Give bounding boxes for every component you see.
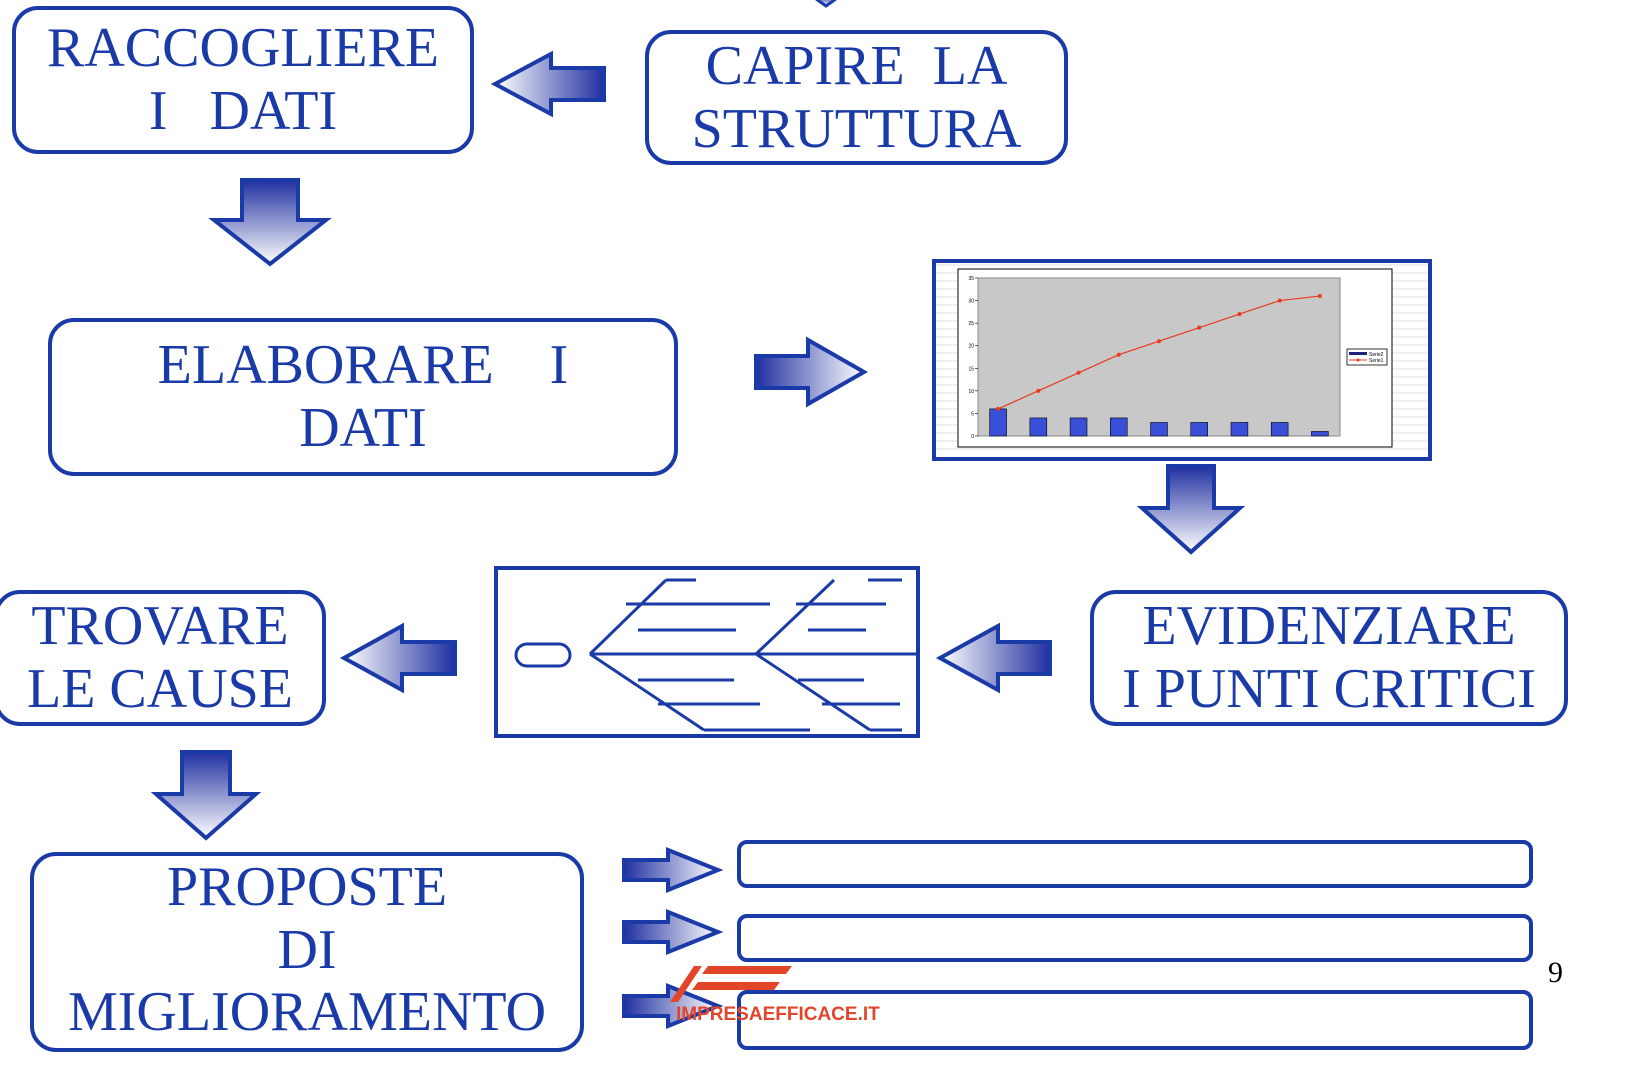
data-point (1036, 388, 1041, 393)
step-line: MIGLIORAMENTO (67, 981, 547, 1044)
pareto-chart-panel: 0 5 10 15 20 25 30 35 Serie2 Serie1 (932, 259, 1432, 461)
y-tick-label: 5 (971, 411, 974, 417)
arrow-right-icon (622, 847, 724, 893)
bar (1230, 422, 1249, 437)
arrow-down-icon (1136, 464, 1246, 555)
proposal-box-2 (737, 914, 1533, 962)
bar (1110, 417, 1128, 437)
arrow-left-icon (339, 622, 457, 694)
bone (754, 578, 836, 656)
cumulative-line (996, 294, 1322, 411)
step-line: RACCOGLIERE (47, 17, 439, 80)
legend-label: Serie2 (1369, 352, 1384, 358)
bar (1029, 417, 1048, 437)
step-capire-struttura: CAPIRE LA STRUTTURA (645, 30, 1068, 165)
data-point (1277, 298, 1282, 303)
fish-head (514, 642, 572, 668)
page-number: 9 (1548, 956, 1563, 989)
y-tick-label: 35 (968, 276, 974, 282)
bar (1270, 422, 1289, 437)
data-point (1116, 352, 1121, 357)
bone (755, 652, 871, 732)
bar (1311, 431, 1329, 437)
step-elaborare-dati: ELABORARE I DATI (48, 318, 678, 476)
step-line: PROPOSTE (166, 856, 448, 918)
logo-text: IMPRESAEFFICACE.IT (676, 1004, 880, 1025)
y-tick-label: 20 (968, 344, 974, 350)
bone (589, 652, 705, 732)
arrow-left-icon (490, 50, 606, 118)
fishbone-diagram-panel (494, 566, 920, 738)
step-line: I PUNTI CRITICI (1122, 658, 1536, 720)
step-line: LE CAUSE (27, 658, 293, 720)
bars (989, 408, 1329, 437)
legend-label: Serie1 (1369, 358, 1384, 364)
data-point (1197, 325, 1202, 330)
y-tick-label: 25 (968, 321, 974, 327)
data-point (1237, 312, 1242, 317)
data-point (996, 406, 1001, 411)
step-line: I DATI (148, 80, 338, 142)
data-point (1157, 339, 1161, 344)
legend: Serie2 Serie1 (1346, 348, 1388, 366)
arrow-down-icon (208, 178, 332, 267)
bar (1190, 422, 1208, 437)
y-tick-label: 0 (971, 434, 974, 440)
step-line: EVIDENZIARE (1142, 595, 1516, 658)
step-evidenziare-punti-critici: EVIDENZIARE I PUNTI CRITICI (1090, 590, 1568, 726)
fishbone-diagram (514, 578, 916, 732)
bar (1150, 422, 1168, 437)
step-line: DATI (299, 397, 427, 459)
plot-area (977, 277, 1341, 437)
arrow-right-icon (622, 909, 724, 955)
y-tick-label: 15 (968, 366, 974, 372)
step-line: STRUTTURA (691, 97, 1022, 160)
pareto-chart: 0 5 10 15 20 25 30 35 Serie2 Serie1 (936, 264, 1428, 450)
data-point (1317, 294, 1322, 299)
data-point (1076, 370, 1081, 375)
arrow-right-icon (754, 336, 869, 408)
bar (989, 408, 1007, 437)
legend-swatch-serie2 (1349, 352, 1367, 355)
arrow-right-icon (622, 983, 724, 1029)
y-axis: 0 5 10 15 20 25 30 35 (968, 276, 978, 440)
y-tick-label: 10 (968, 389, 974, 395)
step-line: DI (277, 918, 337, 981)
arrow-down-icon (150, 750, 262, 841)
proposal-box-3 (737, 990, 1533, 1050)
step-line: ELABORARE I (157, 334, 569, 397)
step-line: CAPIRE LA (705, 34, 1008, 97)
step-proposte-miglioramento: PROPOSTE DI MIGLIORAMENTO (30, 852, 584, 1052)
step-line: TROVARE (31, 595, 289, 658)
arrow-left-icon (935, 622, 1052, 694)
step-raccogliere-dati: RACCOGLIERE I DATI (12, 6, 474, 154)
logo-icon (670, 966, 792, 1002)
step-trovare-cause: TROVARE LE CAUSE (0, 590, 326, 726)
arrow-down-icon (815, 0, 837, 8)
y-tick-label: 30 (968, 299, 974, 305)
proposal-box-1 (737, 840, 1533, 888)
bone (588, 578, 668, 656)
bar (1069, 417, 1088, 437)
